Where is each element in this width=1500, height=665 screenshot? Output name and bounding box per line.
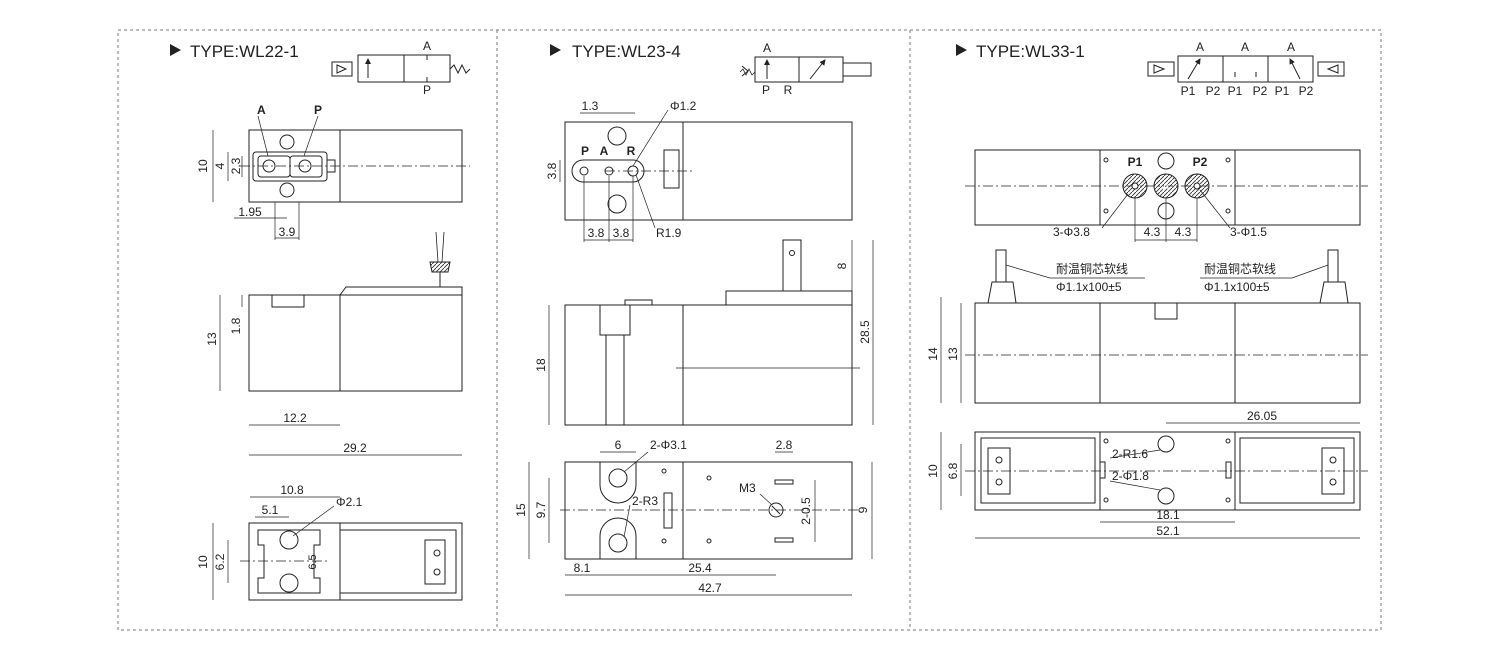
dim-2-r1-6: 2-R1.6 (1112, 447, 1148, 461)
dim-13: 13 (205, 332, 219, 346)
dim-10: 10 (926, 464, 940, 478)
title-arrow-icon (170, 44, 181, 56)
outer-frame (117, 29, 1382, 631)
dim-r1-9: R1.9 (656, 226, 682, 240)
symbol-port-p: P (762, 83, 770, 97)
valve-symbol: A P R (739, 41, 872, 97)
symbol-port-p2a: P2 (1206, 84, 1221, 98)
title-arrow-icon (956, 44, 967, 56)
panel-title: TYPE:WL22-1 (190, 42, 299, 61)
dim-phi-1-2: Φ1.2 (670, 99, 697, 113)
dim-28-5: 28.5 (858, 320, 872, 344)
dim-2-r3: 2-R3 (632, 494, 658, 508)
bottom-view: 6 2-Φ3.1 2.8 M3 15 9.7 2-R3 2-0.5 9 8.1 … (514, 438, 873, 596)
label-m3: M3 (739, 481, 756, 495)
port-label-p: P (314, 103, 322, 117)
panel-wl22-1: TYPE:WL22-1 A P (170, 39, 471, 601)
top-view: P A R 1.3 Φ1.2 3.8 3.8 3.8 R1.9 (545, 99, 853, 242)
dim-8: 8 (835, 262, 849, 269)
symbol-port-p2b: P2 (1253, 84, 1268, 98)
panel-wl23-4: TYPE:WL23-4 A P R P A R 1.3 (514, 41, 874, 596)
dim-29-2: 29.2 (343, 441, 367, 455)
dim-5-1: 5.1 (262, 503, 279, 517)
dim-10: 10 (196, 159, 210, 173)
port-label-a: A (1162, 182, 1169, 193)
port-label-a: A (257, 103, 266, 117)
wire-note-right-1: 耐温铜芯软线 (1204, 261, 1276, 276)
dim-3-phi-3-8: 3-Φ3.8 (1053, 225, 1090, 239)
port-label-r: R (627, 144, 636, 158)
symbol-port-a1: A (1196, 40, 1204, 54)
dim-4-3-a: 4.3 (1144, 225, 1161, 239)
dim-15: 15 (514, 503, 528, 517)
dim-10-8: 10.8 (280, 483, 304, 497)
dim-6-5: 6.5 (307, 554, 319, 569)
dim-1-95: 1.95 (238, 205, 262, 219)
symbol-port-a: A (423, 39, 431, 53)
dim-12-2: 12.2 (283, 411, 307, 425)
dim-4-3-b: 4.3 (1175, 225, 1192, 239)
side-view: 13 1.8 12.2 29.2 (205, 231, 463, 456)
port-label-p2: P2 (1193, 155, 1208, 169)
dim-2-0-5: 2-0.5 (799, 497, 813, 525)
dim-14: 14 (926, 347, 940, 361)
dim-6-8: 6.8 (946, 462, 960, 479)
symbol-port-a3: A (1287, 40, 1295, 54)
valve-symbol: A A A P1 P2 P1 P2 P1 P2 (1147, 40, 1345, 98)
dim-26-05: 26.05 (1247, 409, 1277, 423)
dim-2-phi-3-1: 2-Φ3.1 (650, 438, 687, 452)
dim-2-phi-1-8: 2-Φ1.8 (1112, 469, 1149, 483)
side-view: 耐温铜芯软线 Φ1.1x100±5 耐温铜芯软线 Φ1.1x100±5 14 1… (926, 249, 1368, 404)
panel-title: TYPE:WL33-1 (976, 42, 1085, 61)
symbol-port-r: R (784, 83, 793, 97)
dim-phi-2-1: Φ2.1 (336, 495, 363, 509)
bottom-view: 26.05 2-R1.6 2-Φ1.8 10 6.8 18.1 52.1 (926, 409, 1368, 539)
panel-title: TYPE:WL23-4 (572, 42, 681, 61)
symbol-port-a2: A (1241, 40, 1249, 54)
dim-18-1: 18.1 (1156, 508, 1180, 522)
title-arrow-icon (550, 44, 561, 56)
dim-3-8-a: 3.8 (588, 226, 605, 240)
dim-1-3: 1.3 (582, 99, 599, 113)
dim-1-8: 1.8 (229, 317, 243, 334)
wire-note-left-2: Φ1.1x100±5 (1056, 280, 1122, 294)
symbol-port-a: A (763, 41, 771, 55)
wire-note-right-2: Φ1.1x100±5 (1204, 280, 1270, 294)
symbol-port-p1b: P1 (1228, 84, 1243, 98)
dim-10-b: 10 (196, 555, 210, 569)
dim-25-4: 25.4 (688, 561, 712, 575)
symbol-port-p: P (423, 83, 431, 97)
dim-3-9: 3.9 (279, 225, 296, 239)
dim-6: 6 (615, 438, 622, 452)
dim-42-7: 42.7 (698, 581, 722, 595)
dim-2-3: 2.3 (229, 157, 243, 174)
port-label-p1: P1 (1128, 155, 1143, 169)
symbol-port-p2c: P2 (1299, 84, 1314, 98)
panel-wl33-1: TYPE:WL33-1 A A A P1 P2 P1 P2 P1 P2 (926, 40, 1368, 539)
wire-note-left-1: 耐温铜芯软线 (1056, 261, 1128, 276)
dim-9: 9 (856, 506, 870, 513)
dim-3-8-b: 3.8 (613, 226, 630, 240)
dim-3-phi-1-5: 3-Φ1.5 (1230, 225, 1267, 239)
dim-52-1: 52.1 (1156, 524, 1180, 538)
bottom-view: 10.8 5.1 Φ2.1 10 6.2 6.5 (196, 483, 463, 601)
symbol-port-p1a: P1 (1181, 84, 1196, 98)
dim-18: 18 (534, 358, 548, 372)
dim-6-2: 6.2 (213, 553, 227, 570)
dim-4: 4 (213, 162, 227, 169)
valve-symbol: A P (331, 39, 471, 97)
dim-8-1: 8.1 (574, 561, 591, 575)
dim-13: 13 (946, 347, 960, 361)
port-label-a: A (600, 144, 609, 158)
dim-2-8: 2.8 (776, 438, 793, 452)
symbol-port-p1c: P1 (1275, 84, 1290, 98)
dim-9-7: 9.7 (534, 501, 548, 518)
port-label-p: P (581, 144, 589, 158)
top-view: P1 A P2 3-Φ3.8 4.3 4.3 3-Φ1.5 (965, 149, 1368, 242)
top-view: A P 10 4 2.3 1.95 3.9 (196, 103, 470, 240)
side-view: 18 8 28.5 (534, 239, 874, 426)
dim-3-8-v: 3.8 (545, 162, 559, 179)
